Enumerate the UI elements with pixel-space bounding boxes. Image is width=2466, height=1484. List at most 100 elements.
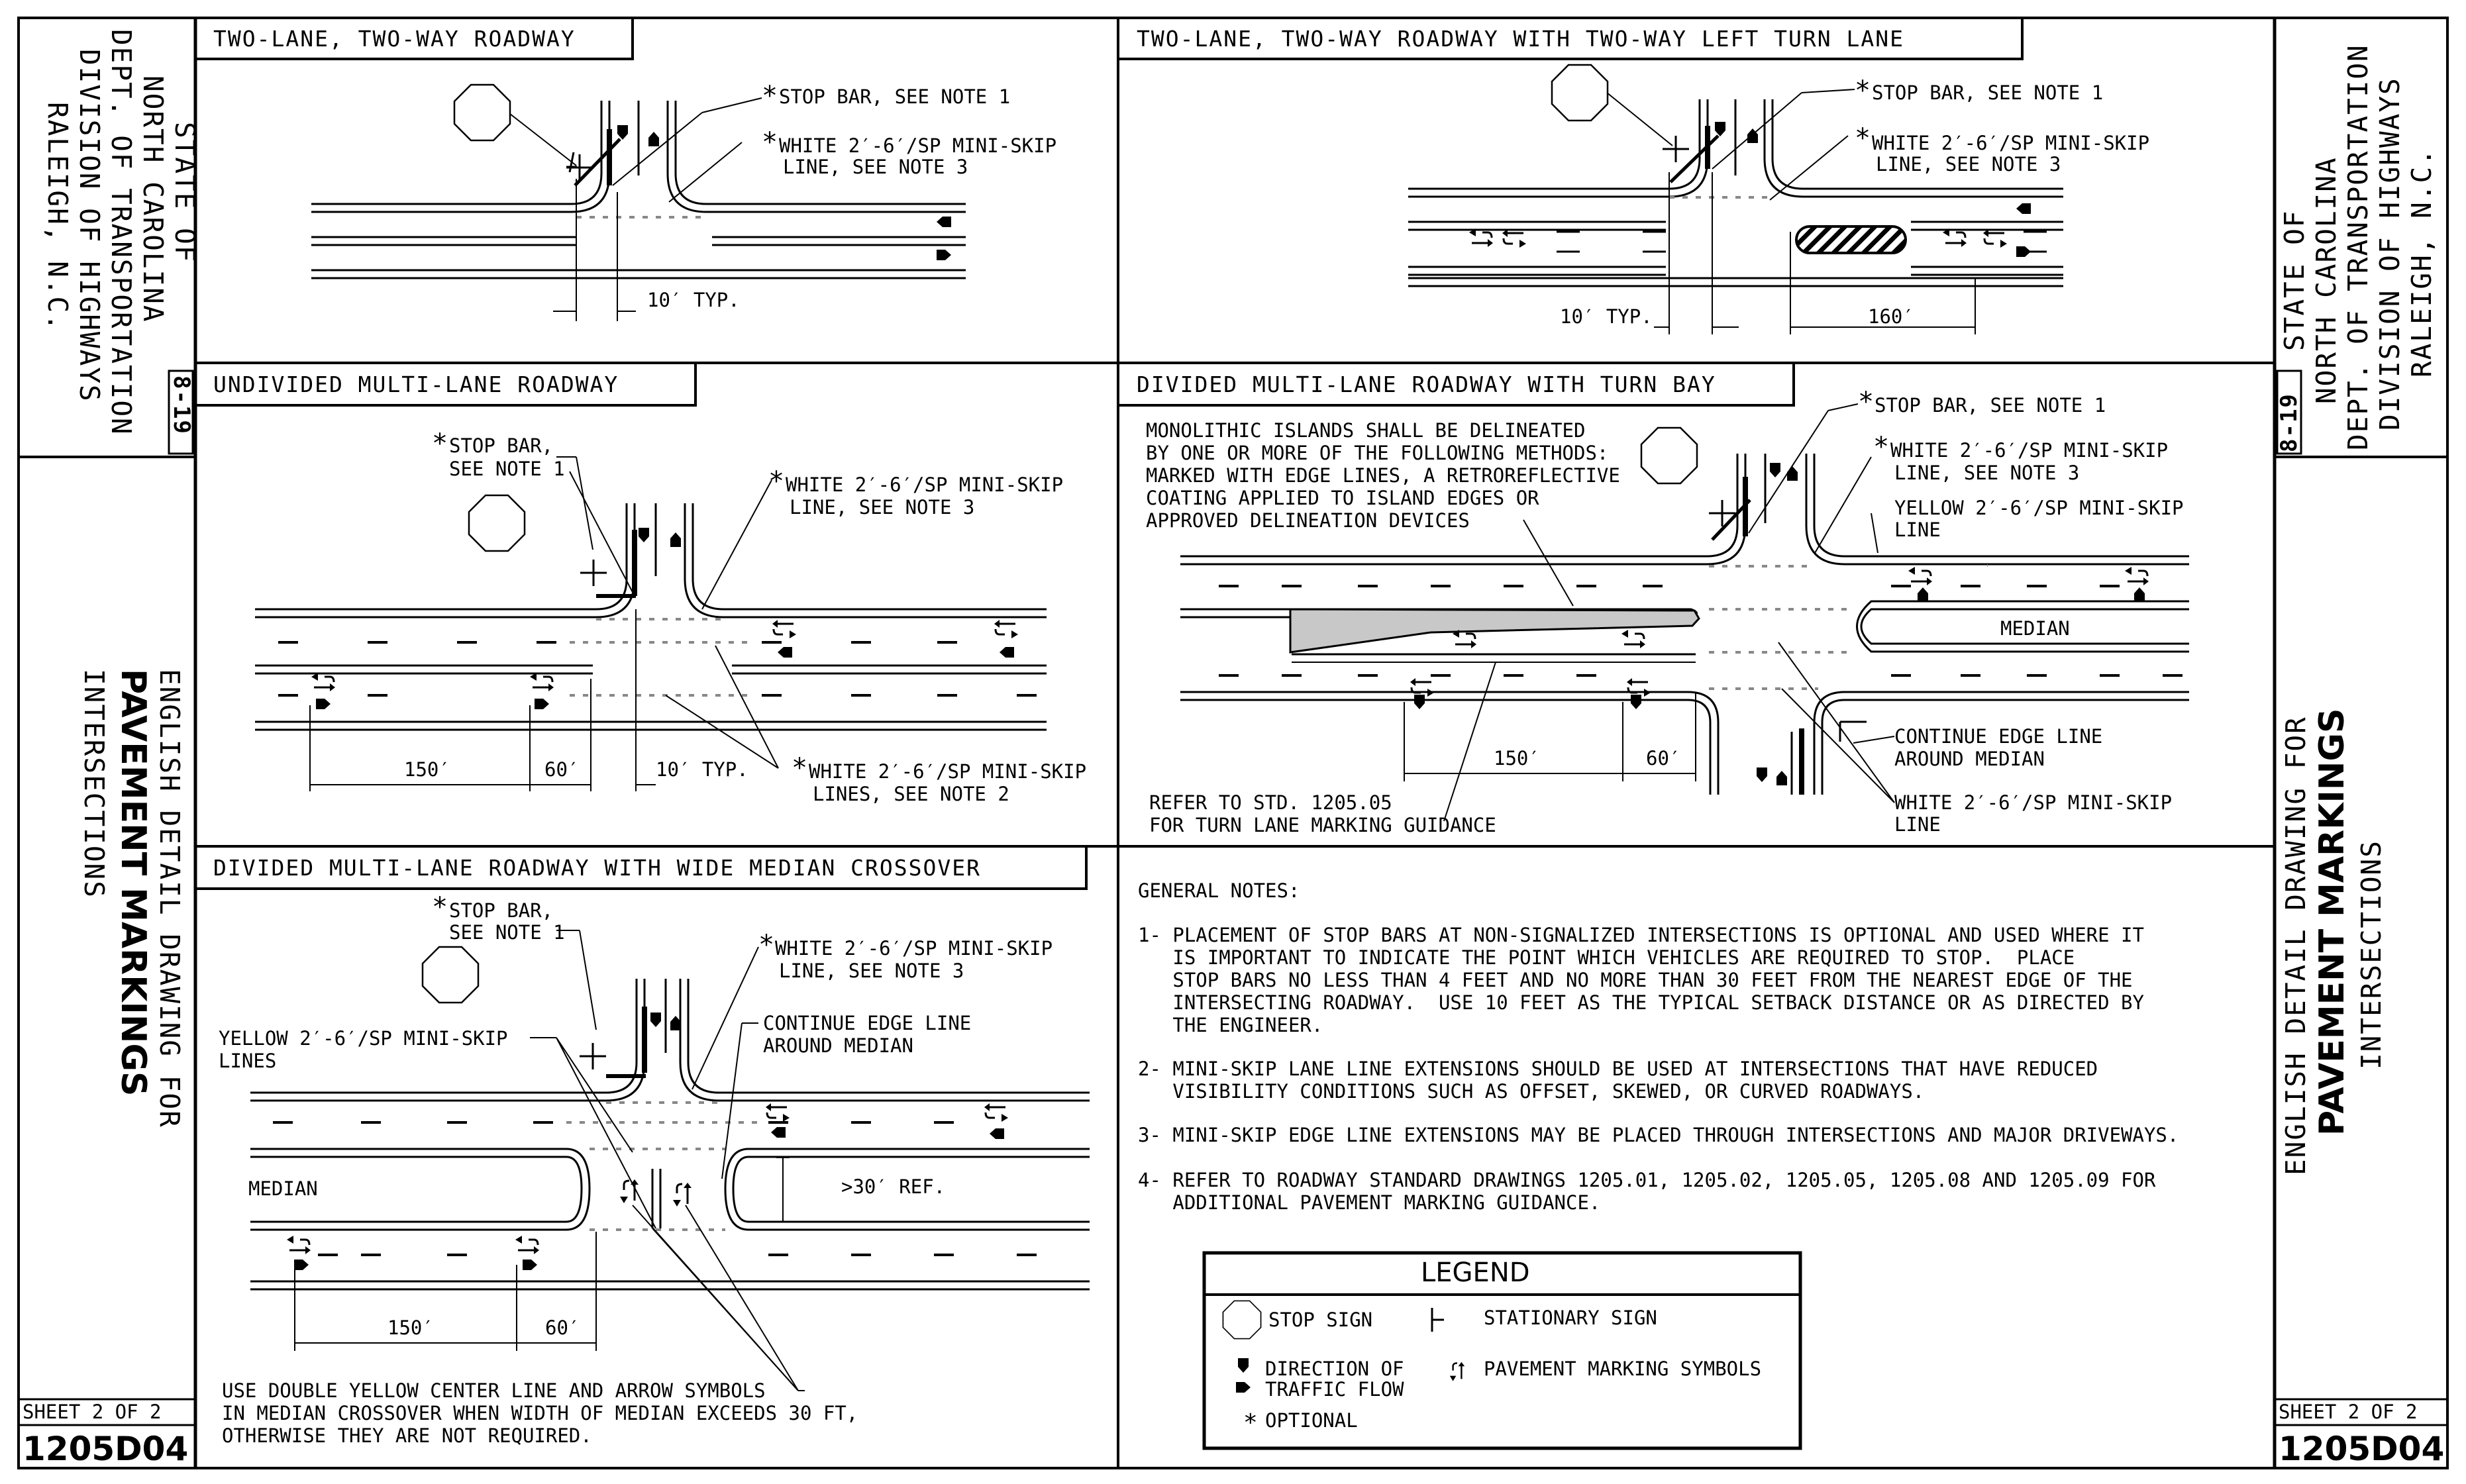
panel4-title: DIVIDED MULTI-LANE ROADWAY WITH TURN BAY bbox=[1137, 371, 1716, 397]
p5-stop-bar-2: SEE NOTE 1 bbox=[449, 921, 565, 944]
panel1-diagram: * STOP BAR, SEE NOTE 1 * WHITE 2′-6′/SP … bbox=[311, 81, 1056, 321]
p2-stop-bar-label: STOP BAR, SEE NOTE 1 bbox=[1872, 81, 2103, 104]
p5-ref: >30′ REF. bbox=[841, 1175, 945, 1198]
state-line-1-right: STATE OF bbox=[2279, 210, 2310, 351]
p3-white-lines-1: WHITE 2′-6′/SP MINI-SKIP bbox=[809, 760, 1086, 783]
p1-dim: 10′ TYP. bbox=[647, 289, 740, 311]
drawing-title-line1-right: ENGLISH DETAIL DRAWING FOR bbox=[2280, 716, 2312, 1175]
p4-islands-3: MARKED WITH EDGE LINES, A RETROREFLECTIV… bbox=[1146, 464, 1620, 487]
panel-titles: TWO-LANE, TWO-WAY ROADWAY TWO-LANE, TWO-… bbox=[194, 17, 2024, 890]
p3-white-lines-2: LINES, SEE NOTE 2 bbox=[813, 783, 1009, 805]
panel4-diagram: MONOLITHIC ISLANDS SHALL BE DELINEATED B… bbox=[1146, 387, 2189, 836]
note-line: ADDITIONAL PAVEMENT MARKING GUIDANCE. bbox=[1138, 1191, 1600, 1214]
p5-bottom-1: USE DOUBLE YELLOW CENTER LINE AND ARROW … bbox=[222, 1379, 766, 1402]
legend-title: LEGEND bbox=[1421, 1258, 1530, 1288]
date-left: 8-19 bbox=[168, 375, 195, 435]
p4-dim-150: 150′ bbox=[1494, 747, 1540, 769]
general-notes: GENERAL NOTES: 1- PLACEMENT OF STOP BARS… bbox=[1138, 879, 2179, 1214]
drawing-title-line3-left: INTERSECTIONS bbox=[78, 669, 110, 899]
svg-text:*: * bbox=[792, 753, 807, 783]
note-line: 4- REFER TO ROADWAY STANDARD DRAWINGS 12… bbox=[1138, 1169, 2156, 1191]
legend-direction-1: DIRECTION OF bbox=[1265, 1358, 1404, 1380]
legend-asterisk: * bbox=[1243, 1409, 1258, 1436]
p5-white-line-1: WHITE 2′-6′/SP MINI-SKIP bbox=[775, 937, 1053, 960]
drawing-number-left: 1205D04 bbox=[23, 1430, 188, 1468]
p2-dim-160: 160′ bbox=[1868, 305, 1914, 328]
note-line: 2- MINI-SKIP LANE LINE EXTENSIONS SHOULD… bbox=[1138, 1058, 2098, 1080]
svg-text:*: * bbox=[432, 428, 448, 459]
p4-white-line-2: LINE, SEE NOTE 3 bbox=[1894, 462, 2079, 484]
p5-yellow-2: LINES bbox=[219, 1050, 276, 1072]
p5-dim-150: 150′ bbox=[387, 1316, 434, 1339]
p3-dim-150: 150′ bbox=[404, 758, 450, 781]
p4-refer-1: REFER TO STD. 1205.05 bbox=[1149, 791, 1392, 814]
panel5-title: DIVIDED MULTI-LANE ROADWAY WITH WIDE MED… bbox=[213, 855, 981, 881]
p2-dim-typ: 10′ TYP. bbox=[1560, 305, 1653, 328]
p3-dim-60: 60′ bbox=[544, 758, 579, 781]
note-line: 1- PLACEMENT OF STOP BARS AT NON-SIGNALI… bbox=[1138, 924, 2144, 946]
p4-stop-bar: STOP BAR, SEE NOTE 1 bbox=[1875, 394, 2106, 417]
svg-text:*: * bbox=[758, 930, 774, 960]
p4-islands-2: BY ONE OR MORE OF THE FOLLOWING METHODS: bbox=[1146, 442, 1608, 464]
state-line-5: RALEIGH, N.C. bbox=[42, 102, 74, 332]
state-line-3-right: DEPT. OF TRANSPORTATION bbox=[2342, 44, 2374, 450]
stop-sign-icon bbox=[1551, 64, 1609, 122]
p1-stop-bar-label: STOP BAR, SEE NOTE 1 bbox=[779, 85, 1010, 108]
p4-white-bottom-2: LINE bbox=[1894, 813, 1941, 836]
p3-stop-bar-2: SEE NOTE 1 bbox=[449, 458, 565, 480]
panel2-diagram: * STOP BAR, SEE NOTE 1 * WHITE 2′-6′/SP … bbox=[1408, 64, 2149, 334]
p5-dim-60: 60′ bbox=[545, 1316, 580, 1339]
drawing-title-line3-right: INTERSECTIONS bbox=[2355, 840, 2387, 1069]
note-line: INTERSECTING ROADWAY. USE 10 FEET AS THE… bbox=[1138, 991, 2144, 1014]
legend: LEGEND STOP SIGN STATIONARY SIGN DIRECTI… bbox=[1202, 1251, 1802, 1450]
legend-direction-2: TRAFFIC FLOW bbox=[1265, 1378, 1404, 1401]
drawing-number-right: 1205D04 bbox=[2279, 1430, 2444, 1468]
state-line-4: DIVISION OF HIGHWAYS bbox=[74, 49, 105, 403]
panel1-title: TWO-LANE, TWO-WAY ROADWAY bbox=[213, 26, 576, 52]
p5-bottom-2: IN MEDIAN CROSSOVER WHEN WIDTH OF MEDIAN… bbox=[222, 1402, 858, 1424]
p3-dim-typ: 10′ TYP. bbox=[656, 758, 748, 781]
p4-islands-5: APPROVED DELINEATION DEVICES bbox=[1146, 509, 1470, 532]
svg-text:*: * bbox=[1855, 123, 1871, 154]
p5-median: MEDIAN bbox=[248, 1177, 318, 1200]
pavement-symbol-icon bbox=[1449, 1361, 1466, 1382]
note-line: STOP BARS NO LESS THAN 4 FEET AND NO MOR… bbox=[1138, 969, 2133, 991]
right-title-block: STATE OF NORTH CAROLINA DEPT. OF TRANSPO… bbox=[2276, 44, 2444, 1468]
date-right: 8-19 bbox=[2276, 393, 2302, 452]
p4-continue-1: CONTINUE EDGE LINE bbox=[1894, 725, 2102, 748]
p4-yellow-2: LINE bbox=[1894, 519, 1941, 541]
sheet-left: SHEET 2 OF 2 bbox=[23, 1401, 162, 1423]
stop-sign-icon bbox=[421, 946, 480, 1004]
p3-white-line-1: WHITE 2′-6′/SP MINI-SKIP bbox=[786, 473, 1063, 496]
state-line-1: STATE OF bbox=[169, 122, 201, 263]
svg-text:*: * bbox=[1855, 75, 1871, 106]
p4-refer-2: FOR TURN LANE MARKING GUIDANCE bbox=[1149, 814, 1496, 836]
drawing-title-line2-left: PAVEMENT MARKINGS bbox=[113, 669, 153, 1097]
svg-text:*: * bbox=[762, 127, 778, 158]
p4-median: MEDIAN bbox=[2000, 617, 2070, 640]
state-line-2-right: NORTH CAROLINA bbox=[2310, 156, 2342, 404]
panel5-diagram: * STOP BAR, SEE NOTE 1 * WHITE 2′-6′/SP … bbox=[219, 892, 1090, 1447]
p5-stop-bar-1: STOP BAR, bbox=[449, 899, 553, 922]
p4-yellow-1: YELLOW 2′-6′/SP MINI-SKIP bbox=[1894, 497, 2184, 519]
legend-symbols: PAVEMENT MARKING SYMBOLS bbox=[1484, 1358, 1761, 1380]
p4-islands-1: MONOLITHIC ISLANDS SHALL BE DELINEATED bbox=[1146, 419, 1585, 442]
panel3-diagram: * STOP BAR, SEE NOTE 1 * WHITE 2′-6′/SP … bbox=[255, 428, 1086, 805]
svg-text:*: * bbox=[432, 892, 448, 922]
svg-text:*: * bbox=[762, 81, 778, 111]
p3-stop-bar-1: STOP BAR, bbox=[449, 434, 553, 457]
svg-text:*: * bbox=[768, 466, 784, 497]
stop-sign-icon bbox=[453, 83, 511, 142]
p4-continue-2: AROUND MEDIAN bbox=[1894, 748, 2045, 770]
drawing-title-line2-right: PAVEMENT MARKINGS bbox=[2312, 708, 2352, 1136]
note-line: THE ENGINEER. bbox=[1138, 1014, 1323, 1036]
p3-white-line-2: LINE, SEE NOTE 3 bbox=[790, 496, 974, 519]
panel2-title: TWO-LANE, TWO-WAY ROADWAY WITH TWO-WAY L… bbox=[1137, 26, 1904, 52]
note-line: VISIBILITY CONDITIONS SUCH AS OFFSET, SK… bbox=[1138, 1080, 1924, 1103]
note-line: IS IMPORTANT TO INDICATE THE POINT WHICH… bbox=[1138, 946, 2075, 969]
p2-white-line-1: WHITE 2′-6′/SP MINI-SKIP bbox=[1872, 132, 2149, 154]
p4-islands-4: COATING APPLIED TO ISLAND EDGES OR bbox=[1146, 487, 1539, 509]
stop-sign-icon bbox=[1640, 426, 1698, 485]
state-line-2: NORTH CAROLINA bbox=[137, 75, 169, 323]
